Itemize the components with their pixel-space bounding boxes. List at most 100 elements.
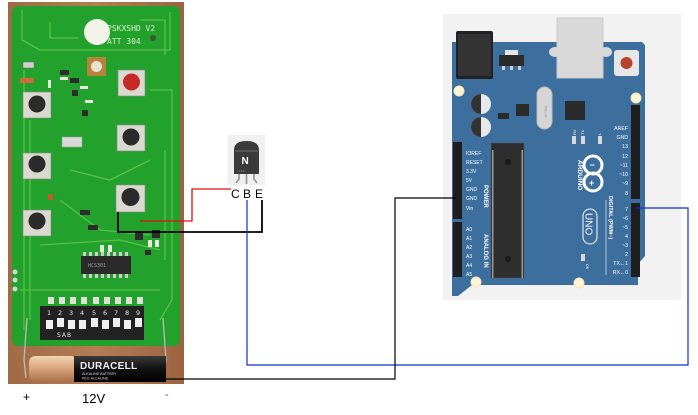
pin-d12: 12 <box>622 154 628 160</box>
pin-aref: AREF <box>614 126 628 132</box>
arduino-uno: 16.000 RX TX L − + ARDUINO UNO O <box>443 14 681 300</box>
mounting-hole <box>470 276 482 288</box>
arduino-brand: ARDUINO <box>576 160 583 190</box>
battery-subtitle-2: PILE ALCALINE <box>82 377 109 381</box>
pin-reset: RESET <box>466 160 483 166</box>
pin-d11: ~11 <box>620 163 629 169</box>
pin-label-emitter: E <box>255 187 263 201</box>
dip-switch: 1 2 3 4 5 6 7 8 9 SAB <box>40 297 144 340</box>
analog-header <box>453 222 462 277</box>
pin-gnd-2: GND <box>466 196 478 202</box>
pin-d3: ~3 <box>622 243 628 249</box>
power-header-title: POWER <box>482 185 488 208</box>
remote-control-board: PSKXSHD V2 ATT 304 <box>8 2 184 384</box>
ground-wire <box>165 197 456 380</box>
digital-header-bottom <box>631 203 640 277</box>
pin-5v: 5V <box>466 178 473 184</box>
crystal-label: 16.000 <box>543 105 548 118</box>
svg-text:−: − <box>590 160 595 170</box>
battery: DURACELL ALKALINE BATTERY PILE ALCALINE <box>29 356 166 382</box>
pin-d8: 8 <box>625 191 628 197</box>
led-label-l: L <box>597 132 602 135</box>
push-button-red <box>117 69 146 97</box>
label-minus: - <box>165 389 169 401</box>
pin-d10: ~10 <box>619 172 628 178</box>
dip-number: 6 <box>103 309 107 317</box>
uno-badge <box>582 208 598 245</box>
led-indicator <box>22 61 35 69</box>
pin-d13: 13 <box>622 144 628 150</box>
mounting-hole <box>630 92 642 104</box>
pin-a1: A1 <box>466 236 472 242</box>
dip-number: 7 <box>114 309 118 317</box>
transistor-legs <box>235 174 258 184</box>
power-header <box>453 142 462 219</box>
pin-label-collector: C <box>231 187 240 201</box>
emitter-wire <box>117 200 263 233</box>
push-button-3 <box>22 152 52 180</box>
encoder-ic: HCS301 <box>81 252 131 278</box>
mounting-hole <box>150 35 156 41</box>
on-led <box>581 254 585 261</box>
led-label-rx: RX <box>572 129 577 135</box>
battery-subtitle-1: ALKALINE BATTERY <box>82 372 117 376</box>
crystal <box>536 86 553 130</box>
pin-a4: A4 <box>466 263 472 269</box>
pin-3v3: 3.3V <box>466 169 477 175</box>
push-button-1 <box>22 91 52 119</box>
battery-clip-plus <box>23 317 28 379</box>
voltage-regulator <box>499 55 524 66</box>
pin-a3: A3 <box>466 254 472 260</box>
pin-d4: 4 <box>625 234 628 240</box>
pin-ioref: IOREF <box>466 151 481 157</box>
pin-label-base: B <box>243 187 251 201</box>
push-button-5 <box>22 209 52 237</box>
transistor-body-pins: C B E <box>238 169 245 173</box>
smd-components <box>60 70 160 255</box>
mounting-hole <box>573 277 585 289</box>
pin-rx0: RX←0 <box>613 270 628 276</box>
pin-d7: 7 <box>625 207 628 213</box>
push-button-4-wired <box>115 184 146 213</box>
npn-transistor: N C B E C B E <box>228 135 265 201</box>
led-label-tx: TX <box>580 130 585 135</box>
battery-brand: DURACELL <box>80 361 137 372</box>
pin-a2: A2 <box>466 245 472 251</box>
white-sticker <box>84 19 110 45</box>
ic-marking: HCS301 <box>88 263 106 269</box>
silkscreen-line1: PSKXSHD V2 <box>107 24 155 33</box>
pin-a5: A5 <box>466 272 472 278</box>
crystal-oscillator <box>61 136 83 148</box>
pin-d2: 2 <box>625 252 628 258</box>
pin-gnd-1: GND <box>466 187 478 193</box>
arduino-pcb <box>452 42 645 296</box>
transistor-body <box>234 141 259 174</box>
dip-caption: SAB <box>57 332 72 339</box>
resistor <box>20 78 34 83</box>
pin-d9: ~9 <box>622 181 628 187</box>
usb-port <box>556 17 604 79</box>
pcb-traces <box>20 10 173 330</box>
label-plus: + <box>23 390 30 404</box>
base-wire <box>246 200 689 366</box>
svg-text:+: + <box>589 178 594 188</box>
dip-number: 3 <box>69 309 73 317</box>
on-label: ON <box>585 264 589 270</box>
mounting-hole <box>453 85 465 97</box>
pin-a0: A0 <box>466 227 472 233</box>
dip-number: 5 <box>92 309 96 317</box>
digital-header-title: DIGITAL (PWM~) <box>607 196 613 240</box>
digital-header-top <box>631 105 640 199</box>
arduino-logo: − + <box>582 154 604 193</box>
dip-number: 1 <box>47 309 51 317</box>
push-button-2 <box>116 124 146 152</box>
dip-number: 9 <box>136 309 140 317</box>
collector-wire <box>140 188 231 222</box>
pin-gnd-3: GND <box>616 135 628 141</box>
atmega-chip <box>490 142 525 279</box>
pin-vin: Vin <box>466 206 473 212</box>
silkscreen-line2: ATT 304 <box>107 37 141 46</box>
dip-number: 4 <box>80 309 84 317</box>
pin-d6: ~6 <box>622 216 628 222</box>
